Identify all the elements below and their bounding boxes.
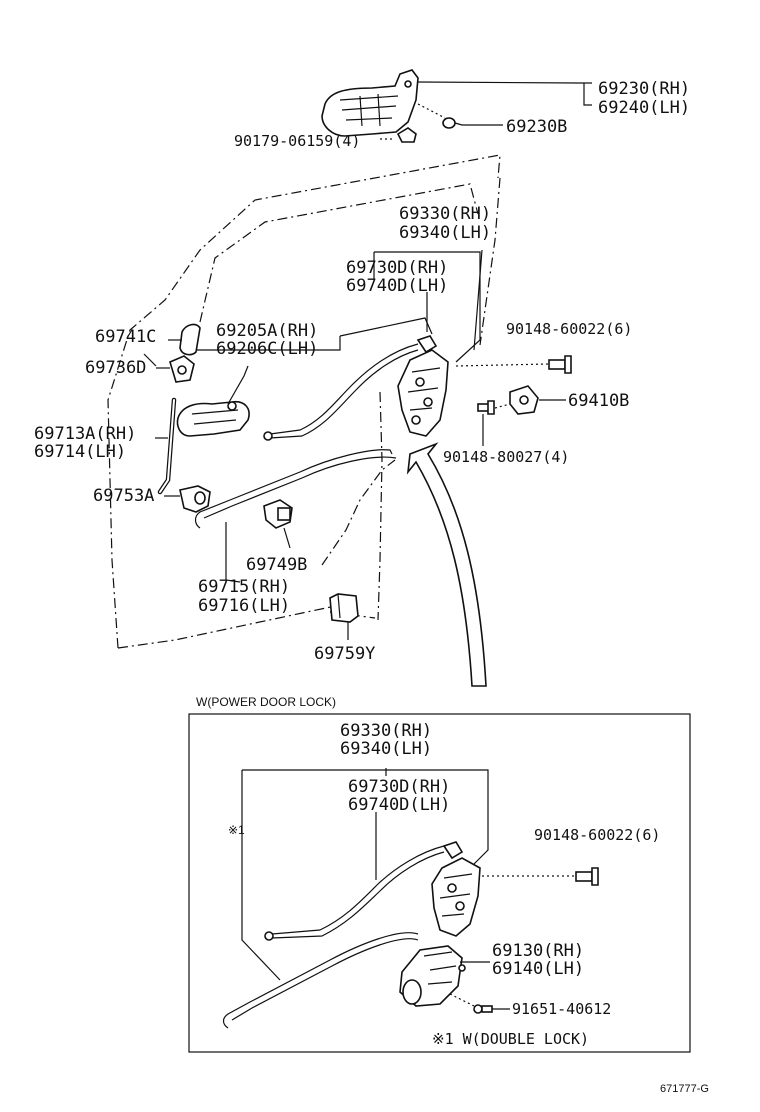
label-69713a-rh: 69713A(RH): [34, 424, 136, 444]
inside-handle-bezel: [179, 323, 201, 356]
label-90148-80027: 90148-80027(4): [443, 448, 569, 466]
label-69714-lh: 69714(LH): [34, 442, 126, 462]
inside-door-handle: [176, 365, 250, 437]
label-69716-lh: 69716(LH): [198, 596, 290, 616]
label-69410b: 69410B: [568, 391, 629, 411]
label-69715-rh: 69715(RH): [198, 577, 290, 597]
label-69230-rh: 69230(RH): [598, 79, 690, 99]
inset-footnote: ※1 W(DOUBLE LOCK): [432, 1030, 589, 1048]
inset-label-69140-lh: 69140(LH): [492, 959, 584, 979]
label-69205a-rh: 69205A(RH): [216, 321, 318, 341]
inset-label-90148-60022: 90148-60022(6): [534, 826, 660, 844]
label-90179-06159: 90179-06159(4): [234, 132, 360, 150]
outside-door-handle: [321, 69, 419, 137]
label-69330-rh: 69330(RH): [399, 204, 491, 224]
figure-reference: 671777-G: [660, 1083, 709, 1095]
inset-lock-assembly: [431, 841, 481, 937]
inset-frame: [188, 713, 691, 1053]
label-69749b: 69749B: [246, 555, 307, 575]
label-69230b: 69230B: [506, 117, 567, 137]
label-69741c: 69741C: [95, 327, 156, 347]
inset-label-69130-rh: 69130(RH): [492, 941, 584, 961]
handle-screw: [396, 127, 417, 143]
label-90148-60022: 90148-60022(6): [506, 320, 632, 338]
door-lock-assembly: [397, 335, 449, 437]
inset-label-69340-lh: 69340(LH): [340, 739, 432, 759]
inset-caption: W(POWER DOOR LOCK): [196, 695, 336, 709]
label-69759y: 69759Y: [314, 644, 375, 664]
label-69240-lh: 69240(LH): [598, 98, 690, 118]
inset-lock-screw: [575, 867, 599, 886]
label-69736d: 69736D: [85, 358, 146, 378]
lock-screw-upper: [548, 355, 572, 374]
inset-label-69740d-lh: 69740D(LH): [348, 795, 450, 815]
label-69340-lh: 69340(LH): [399, 223, 491, 243]
door-lock-actuator: [399, 945, 466, 1007]
label-69740d-lh: 69740D(LH): [346, 276, 448, 296]
lock-knob-69753a: [179, 485, 211, 513]
label-69730d-rh: 69730D(RH): [346, 258, 448, 278]
inset-label-69730d-rh: 69730D(RH): [348, 777, 450, 797]
label-69206c-lh: 69206C(LH): [216, 339, 318, 359]
rod-clip-69749b: [263, 499, 293, 529]
striker-69410b: [509, 385, 539, 415]
label-69753a: 69753A: [93, 486, 154, 506]
inset-label-91651-40612: 91651-40612: [512, 1000, 611, 1018]
pad-69759y: [329, 593, 359, 623]
outside-handle-rod-end: [442, 117, 463, 129]
inset-note-mark: ※1: [228, 823, 245, 837]
actuator-screw: [473, 1004, 493, 1014]
rod-clip-69736d: [169, 355, 195, 383]
striker-screw: [477, 400, 495, 415]
inset-label-69330-rh: 69330(RH): [340, 721, 432, 741]
